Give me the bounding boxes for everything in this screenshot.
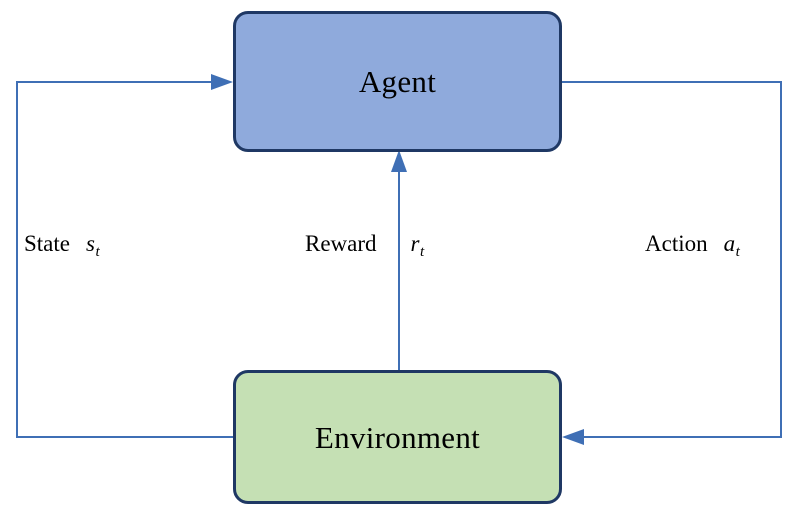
environment-node-label: Environment (314, 419, 481, 455)
reward-label-text: Reward (305, 231, 377, 256)
reward-arrowhead (391, 150, 407, 172)
state-variable-subscript: t (95, 242, 100, 260)
state-variable-symbol: s (86, 231, 95, 256)
action-arrowhead (562, 429, 584, 445)
reward-edge-label: Reward rt (305, 231, 425, 259)
environment-node[interactable]: Environment (233, 370, 562, 504)
state-variable: st (86, 231, 100, 259)
reward-variable-symbol: r (410, 231, 420, 256)
reward-variable-subscript: t (419, 242, 425, 260)
reward-variable: rt (410, 231, 425, 259)
action-variable-symbol: a (723, 231, 736, 256)
action-variable-subscript: t (735, 242, 740, 260)
action-connector (562, 81, 782, 445)
action-variable: at (723, 231, 740, 259)
agent-node-label: Agent (358, 64, 437, 99)
action-label-text: Action (645, 231, 708, 256)
state-label-text: State (24, 231, 70, 256)
state-arrowhead (211, 74, 233, 90)
state-connector (16, 74, 233, 438)
reward-connector (391, 150, 407, 370)
agent-node[interactable]: Agent (233, 11, 562, 152)
